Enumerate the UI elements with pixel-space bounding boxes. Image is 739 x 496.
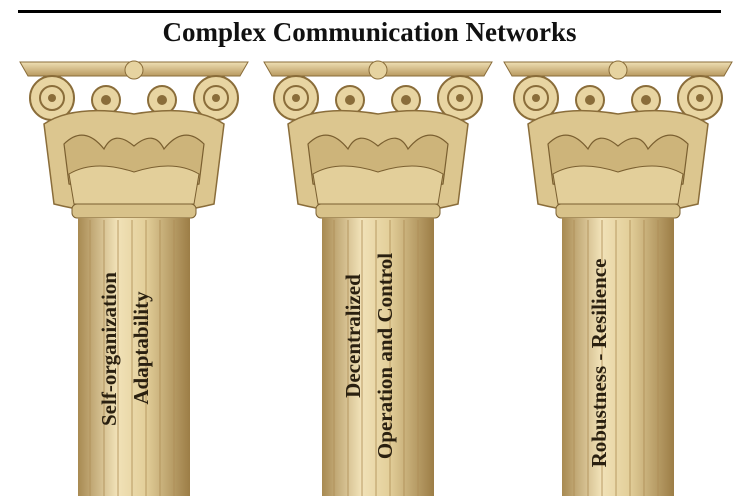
pillar-1-label-2: Adaptability bbox=[129, 291, 153, 405]
pillar-2-graphic bbox=[263, 60, 493, 496]
pillar-2-label-1: Decentralized bbox=[341, 274, 365, 398]
pillar-1-label-1: Self-organization bbox=[97, 272, 121, 426]
page-title: Complex Communication Networks bbox=[162, 17, 577, 47]
top-rule bbox=[18, 10, 721, 13]
pillar-2-label-2: Operation and Control bbox=[373, 252, 397, 460]
pillar-3: Robustness - Resilience bbox=[498, 54, 738, 496]
pillar-1-graphic bbox=[19, 60, 249, 496]
pillar-3-graphic bbox=[503, 60, 733, 496]
pillar-2: Decentralized Operation and Control bbox=[258, 54, 498, 496]
pillar-3-label-1: Robustness - Resilience bbox=[587, 258, 611, 468]
pillar-1: Self-organization Adaptability bbox=[14, 54, 254, 496]
